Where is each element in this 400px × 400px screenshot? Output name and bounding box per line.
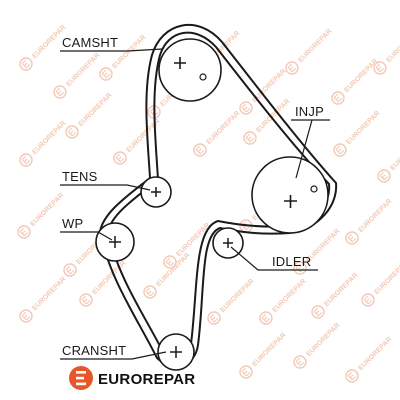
watermark-text: EUROREPAR [323, 272, 359, 308]
watermark-logo: EUROREPAR [239, 332, 288, 379]
tensioner-pulley [140, 176, 172, 208]
tensioner-center-mark [151, 187, 161, 197]
watermark-text: EUROREPAR [251, 332, 287, 368]
injection-pump-leader [291, 119, 330, 179]
timing-belt-outer [98, 24, 338, 368]
watermark-logo: EUROREPAR [207, 278, 256, 325]
watermark-text: EUROREPAR [373, 260, 400, 296]
watermark-logo: EUROREPAR [377, 136, 400, 183]
watermark-text: EUROREPAR [31, 120, 67, 156]
tensioner-leader [60, 184, 151, 191]
crankshaft-label: CRANSHT [62, 343, 126, 358]
watermark-text: EUROREPAR [343, 58, 379, 94]
injection-pump-label: INJP [295, 104, 324, 119]
watermark-logo: EUROREPAR [79, 260, 128, 307]
watermark-logo: EUROREPAR [333, 110, 382, 157]
watermark-text: EUROREPAR [219, 278, 255, 314]
leader-lines [60, 48, 330, 360]
eurorepar-logo: EUROREPAR [69, 366, 195, 390]
camshaft-timing-mark [199, 73, 207, 81]
watermark-logo: EUROREPAR [19, 120, 68, 167]
watermark-text: EUROREPAR [297, 28, 333, 64]
idler-label: IDLER [272, 254, 311, 269]
watermark-text: EUROREPAR [29, 192, 65, 228]
crankshaft-leader [60, 351, 167, 360]
watermark-text: EUROREPAR [205, 110, 241, 146]
crankshaft-center-mark [170, 346, 182, 358]
watermark-text: EUROREPAR [357, 336, 393, 372]
camshaft-pulley [158, 38, 222, 102]
injection-pump-pulley [251, 156, 329, 234]
watermark-logo: EUROREPAR [17, 192, 66, 239]
water-pump-leader [60, 231, 113, 241]
idler-center-mark [223, 238, 233, 248]
watermark-logo: EUROREPAR [193, 110, 242, 157]
watermark-text: EUROREPAR [345, 110, 381, 146]
tensioner-label: TENS [62, 169, 98, 184]
watermark-logo: EUROREPAR [345, 336, 394, 383]
crankshaft-pulley [157, 333, 195, 371]
watermark-logo: EUROREPAR [311, 272, 360, 319]
watermark-logo: EUROREPAR [285, 28, 334, 75]
watermark-text: EUROREPAR [357, 198, 393, 234]
watermark-logo: EUROREPAR [19, 276, 68, 323]
watermark-text: EUROREPAR [389, 136, 400, 172]
watermark-logo: EUROREPAR [293, 322, 342, 369]
watermark-logo: EUROREPAR [345, 198, 394, 245]
watermark-text: EUROREPAR [31, 276, 67, 312]
watermark-logo: EUROREPAR [19, 24, 68, 71]
timing-belt [98, 24, 338, 368]
watermark-logo: EUROREPAR [331, 58, 380, 105]
watermark-logo: EUROREPAR [373, 28, 400, 75]
timing-belt-inner [106, 31, 331, 360]
idler-leader [230, 246, 318, 271]
camshaft-label: CAMSHT [62, 35, 118, 50]
camshaft-leader [60, 48, 163, 52]
watermark-logo: EUROREPAR [65, 92, 114, 139]
watermark-logo: EUROREPAR [361, 260, 400, 307]
watermark-text: EUROREPAR [385, 28, 400, 64]
injection-pump-timing-mark [310, 185, 318, 193]
eurorepar-brand-text: EUROREPAR [98, 371, 195, 388]
camshaft-center-mark [174, 57, 186, 69]
watermark-logo: EUROREPAR [259, 278, 308, 325]
watermark-text: EUROREPAR [305, 322, 341, 358]
watermark-text: EUROREPAR [271, 278, 307, 314]
water-pump-label: WP [62, 216, 83, 231]
water-pump-pulley [95, 222, 135, 262]
watermark-text: EUROREPAR [77, 92, 113, 128]
water-pump-center-mark [109, 236, 121, 248]
watermark-logo: EUROREPAR [53, 52, 102, 99]
injection-pump-center-mark [284, 195, 297, 208]
watermark-text: EUROREPAR [65, 52, 101, 88]
